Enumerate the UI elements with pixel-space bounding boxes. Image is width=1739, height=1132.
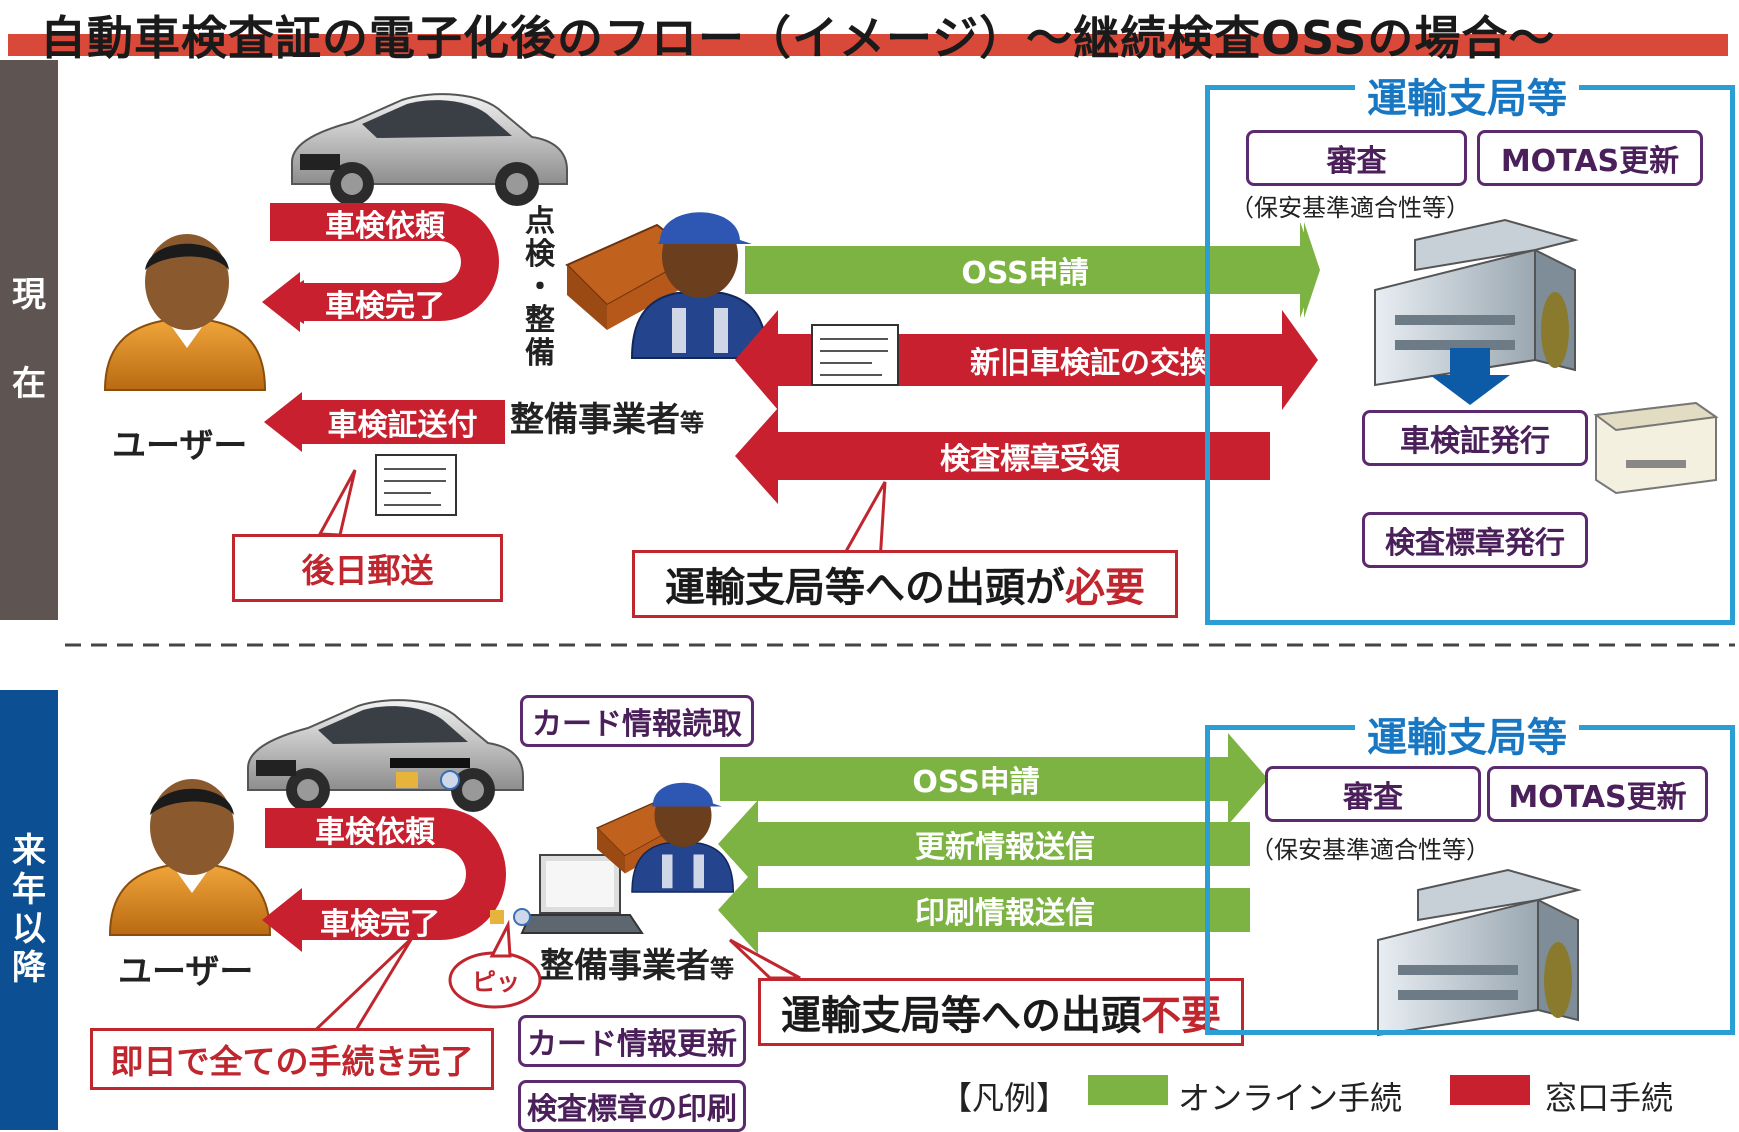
legend-swatch-window <box>1450 1075 1530 1105</box>
note-standard-future: （保安基準適合性等） <box>1250 836 1490 864</box>
car-icon <box>291 93 568 206</box>
callout-pointer <box>489 919 512 958</box>
callout-visit-highlight: 必要 <box>1065 565 1145 611</box>
arrow-oss-current <box>745 222 1320 318</box>
building-icon <box>1377 868 1582 1037</box>
callout-pointer <box>317 469 357 537</box>
label-exchange: 新旧車検証の交換 <box>970 346 1210 381</box>
side-char: 現 <box>12 274 46 315</box>
label-sticker: 検査標章受領 <box>940 442 1120 477</box>
user-label: ユーザー <box>112 426 248 466</box>
side-label-current: 現 在 <box>0 60 58 620</box>
shop-label: 整備事業者等 <box>510 392 704 441</box>
box-sticker-print: 検査標章の印刷 <box>518 1080 746 1132</box>
pip-text: ピッ <box>472 968 520 996</box>
arrow-send-cert <box>264 392 505 452</box>
arrow-oss-future <box>720 733 1268 825</box>
inspect-char: 点 <box>525 204 555 239</box>
callout-visit-required: 運輸支局等への出頭が必要 <box>632 550 1178 618</box>
office-title-future: 運輸支局等 <box>1355 705 1579 763</box>
arrow-update-info <box>718 800 1250 888</box>
user-label-future: ユーザー <box>118 952 254 992</box>
callout-sameday: 即日で全ての手続き完了 <box>90 1028 494 1090</box>
label-request-future: 車検依頼 <box>315 815 435 850</box>
label-send-cert: 車検証送付 <box>327 408 478 443</box>
ic-card-icon <box>390 758 470 790</box>
mechanic-icon <box>631 782 735 893</box>
title-underline <box>8 34 1728 56</box>
shop-label-future: 整備事業者等 <box>540 938 734 987</box>
document-icon <box>811 324 899 386</box>
uturn-arrow-future <box>262 808 506 952</box>
callout-visit-not-needed: 運輸支局等への出頭不要 <box>758 978 1244 1046</box>
side-label-future: 来 年 以 降 <box>0 690 58 1130</box>
side-char: 来 <box>12 830 46 871</box>
legend-online: オンライン手続 <box>1178 1079 1403 1117</box>
box-card-update: カード情報更新 <box>518 1015 746 1067</box>
document-icon <box>375 454 457 516</box>
box-motas-current: MOTAS更新 <box>1477 130 1703 186</box>
legend-swatch-online <box>1088 1075 1168 1105</box>
side-char: 年 <box>12 869 46 910</box>
inspect-char: 整 <box>525 303 555 338</box>
label-oss-current: OSS申請 <box>961 256 1089 291</box>
user-icon <box>103 234 267 391</box>
label-request: 車検依頼 <box>325 209 445 244</box>
label-oss-future: OSS申請 <box>912 765 1040 800</box>
label-complete: 車検完了 <box>325 289 445 324</box>
shop-suffix: 等 <box>680 409 704 437</box>
user-icon <box>108 779 272 936</box>
laptop-icon <box>520 854 644 934</box>
callout-visit-text: 運輸支局等への出頭 <box>781 993 1141 1039</box>
section-divider <box>65 643 1735 647</box>
shop-name: 整備事業者 <box>510 400 680 440</box>
shop-name: 整備事業者 <box>540 946 710 986</box>
inspect-label: 点 検 ・ 整 備 <box>520 205 560 370</box>
uturn-arrow-current <box>262 203 499 332</box>
arrow-print-info <box>718 866 1250 954</box>
printer-icon <box>1593 401 1719 495</box>
ic-card-icon <box>490 908 531 926</box>
page-title: 自動車検査証の電子化後のフロー（イメージ）～継続検査OSSの場合～ <box>40 11 1556 65</box>
legend-window: 窓口手続 <box>1545 1079 1674 1117</box>
inspect-char: 備 <box>525 336 555 371</box>
shop-suffix: 等 <box>710 955 734 983</box>
box-review-current: 審査 <box>1246 130 1467 186</box>
inspect-char: ・ <box>525 270 555 305</box>
mechanic-icon <box>630 212 769 359</box>
inspect-char: 検 <box>525 237 555 272</box>
legend-label: 【凡例】 <box>940 1079 1069 1117</box>
arrow-sticker <box>735 408 1270 504</box>
box-review-future: 審査 <box>1265 766 1481 822</box>
note-standard-current: （保安基準適合性等） <box>1230 194 1470 222</box>
office-title-current: 運輸支局等 <box>1355 66 1579 124</box>
box-motas-future: MOTAS更新 <box>1487 766 1708 822</box>
building-icon <box>1374 218 1579 387</box>
box-card-read: カード情報読取 <box>520 695 754 747</box>
callout-visit-text: 運輸支局等への出頭が <box>665 565 1065 611</box>
box-cert-issue: 車検証発行 <box>1362 410 1588 466</box>
callout-pointer <box>301 936 414 1042</box>
down-arrow-icon <box>1430 348 1510 405</box>
box-sticker-issue: 検査標章発行 <box>1362 512 1588 568</box>
side-char: 在 <box>12 364 46 404</box>
side-char: 以 <box>12 909 46 949</box>
callout-mail: 後日郵送 <box>232 534 503 602</box>
label-update-info: 更新情報送信 <box>915 830 1095 865</box>
side-char: 降 <box>12 948 46 989</box>
label-complete-future: 車検完了 <box>320 907 440 942</box>
callout-pointer <box>728 938 801 980</box>
car-icon <box>247 699 524 812</box>
label-print-info: 印刷情報送信 <box>915 896 1095 931</box>
